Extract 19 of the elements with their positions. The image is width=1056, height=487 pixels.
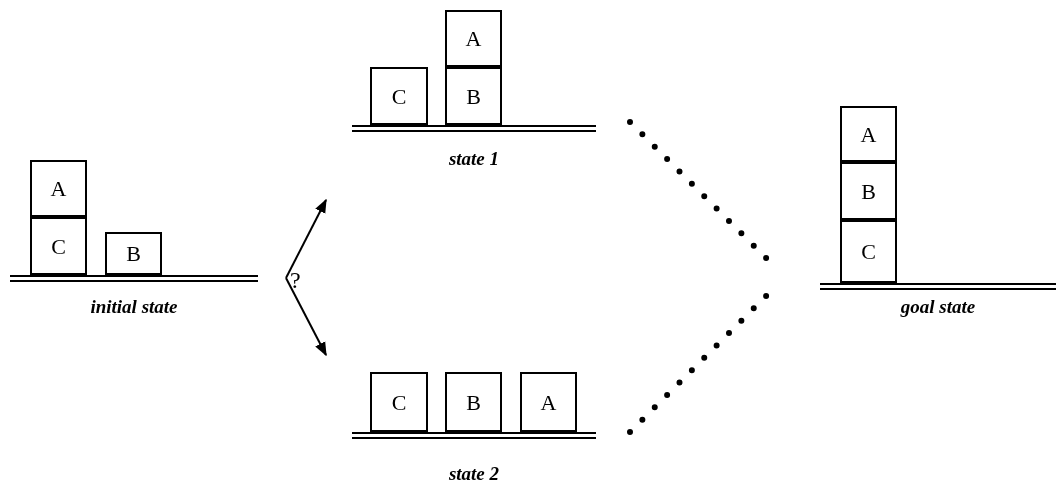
block-box: C [30,217,87,275]
block-box: A [520,372,577,432]
arrow [285,198,327,279]
block-box: B [445,67,502,125]
block-box: C [840,220,897,283]
block-box: B [445,372,502,432]
arrow [285,277,327,357]
block-box: A [30,160,87,217]
block-box: C [370,372,428,432]
block-box: A [840,106,897,162]
state-caption: state 2 [447,462,501,486]
state-caption: goal state [899,295,977,319]
block-box: A [445,10,502,67]
question-mark-label: ? [290,266,301,295]
block-box: B [840,162,897,220]
state-caption: state 1 [447,147,501,171]
block-box: C [370,67,428,125]
block-box: B [105,232,162,275]
state-caption: initial state [89,295,179,319]
